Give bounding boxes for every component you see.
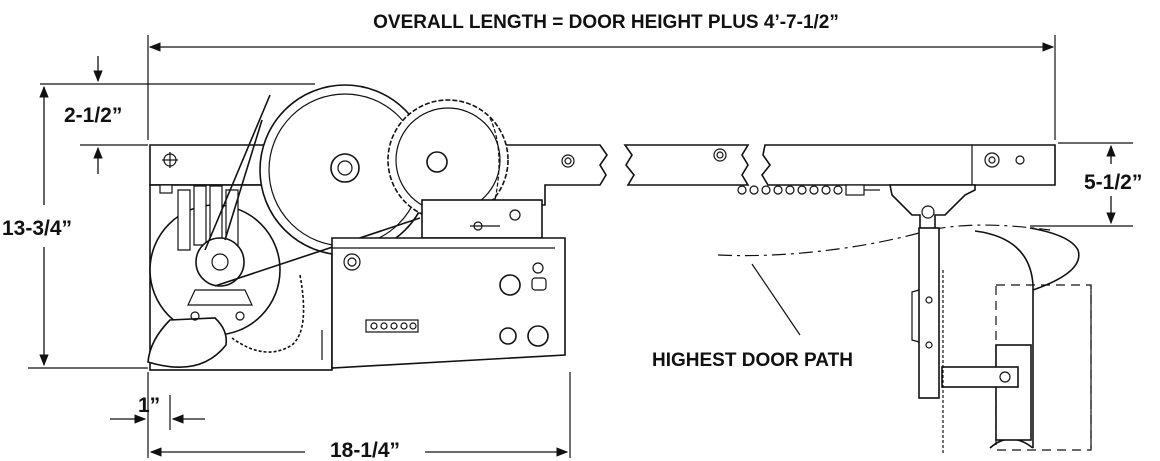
rail — [494, 144, 1056, 206]
rail-chain — [737, 184, 880, 196]
control-box — [331, 237, 566, 369]
door — [974, 227, 1092, 451]
overall-length-label: OVERALL LENGTH = DOOR HEIGHT PLUS 4’-7-1… — [373, 12, 839, 33]
top-offset-label: 2-1/2” — [64, 104, 122, 127]
door-path-leader — [751, 263, 801, 336]
door-bracket — [941, 344, 1032, 441]
side-offset-label: 1” — [138, 394, 160, 417]
door-outline — [974, 230, 1034, 448]
door-path-label: HIGHEST DOOR PATH — [652, 350, 853, 371]
labels: OVERALL LENGTH = DOOR HEIGHT PLUS 4’-7-1… — [2, 12, 1142, 461]
rail-drop-label: 5-1/2” — [1084, 171, 1142, 194]
coiled-cable — [231, 274, 305, 353]
dimension-lines — [28, 35, 1133, 458]
motor — [147, 185, 281, 368]
head-width-label: 18-1/4” — [330, 439, 400, 461]
mounting-plate — [421, 199, 543, 239]
total-height-label: 13-3/4” — [2, 217, 72, 240]
highest-door-path-line — [717, 224, 1051, 257]
trolley — [737, 184, 976, 455]
